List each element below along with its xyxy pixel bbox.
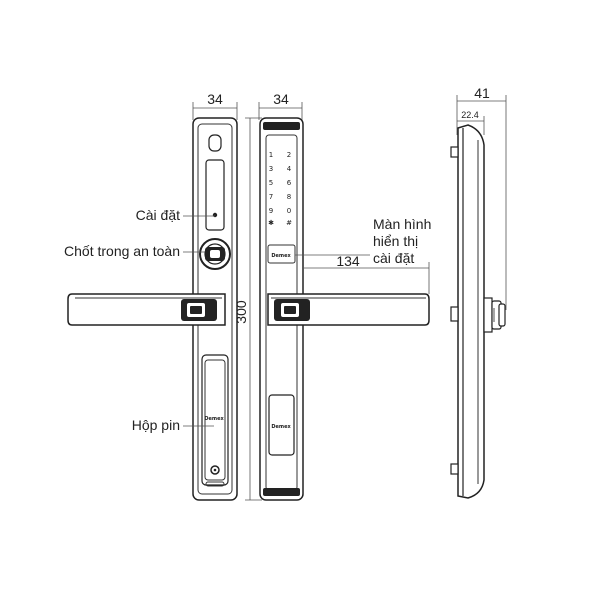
- cylinder-cover: [268, 394, 295, 456]
- inside-callouts: Cài đặt Chốt trong an toàn Hộp pin: [64, 207, 215, 433]
- display-callout-line3: cài đặt: [373, 250, 414, 266]
- key-2: 2: [287, 151, 291, 159]
- key-8: 8: [287, 193, 291, 201]
- inside-handle: [67, 293, 226, 326]
- side-knob: [483, 297, 506, 333]
- handle-length-label: 134: [336, 253, 360, 269]
- top-hole: [208, 134, 222, 152]
- key-hash-icon: #: [286, 219, 292, 227]
- display-callout-line2: hiển thị: [373, 233, 418, 249]
- usb-port: [205, 481, 225, 487]
- battery-box-callout: Hộp pin: [132, 417, 180, 433]
- emergency-keyhole-icon: [210, 465, 220, 475]
- key-5: 5: [269, 179, 273, 187]
- display-window: [267, 244, 296, 264]
- key-0: 0: [287, 207, 291, 215]
- side-depth-label: 41: [474, 85, 490, 101]
- keyhole-dot: [213, 468, 217, 472]
- settings-button-icon: [212, 212, 218, 218]
- side-depth-inner-label: 22.4: [461, 110, 479, 120]
- safety-latch-callout: Chốt trong an toàn: [64, 243, 180, 259]
- display-callout-group: Màn hình hiển thị cài đặt: [295, 216, 431, 266]
- keypad: 1 2 3 4 5 6 7 8 9 0 ✱ #: [268, 151, 292, 227]
- settings-slot: [205, 159, 225, 231]
- side-tab-bottom: [450, 463, 459, 475]
- battery-brand-text: Demex: [204, 416, 224, 422]
- outside-view: 34 300 1 2 3 4 5 6 7 8 9 0 ✱ # Demex: [233, 91, 430, 501]
- side-view: 41 22.4: [450, 85, 507, 499]
- key-4: 4: [287, 165, 292, 173]
- front-width-label: 34: [207, 91, 223, 107]
- battery-cover: [201, 354, 229, 486]
- key-9: 9: [269, 207, 273, 215]
- side-profile: [457, 124, 485, 499]
- side-spindle: [450, 306, 459, 322]
- display-callout-line1: Màn hình: [373, 216, 431, 232]
- outside-bottom-cap: [263, 488, 300, 496]
- key-6: 6: [287, 179, 292, 187]
- key-star-icon: ✱: [268, 219, 274, 227]
- safety-latch-knob: [199, 238, 231, 270]
- back-width-label: 34: [273, 91, 289, 107]
- height-label: 300: [233, 300, 249, 324]
- side-tab-top: [450, 146, 459, 158]
- outside-handle: [267, 293, 430, 326]
- outside-top-cap: [263, 122, 300, 130]
- battery-cover-inner: [204, 359, 226, 481]
- settings-callout: Cài đặt: [136, 207, 180, 223]
- inside-view: 34 Demex: [67, 91, 238, 501]
- key-1: 1: [269, 151, 273, 159]
- cylinder-brand-text: Demex: [271, 424, 291, 430]
- display-brand-text: Demex: [271, 253, 291, 259]
- key-3: 3: [269, 165, 273, 173]
- key-7: 7: [269, 193, 273, 201]
